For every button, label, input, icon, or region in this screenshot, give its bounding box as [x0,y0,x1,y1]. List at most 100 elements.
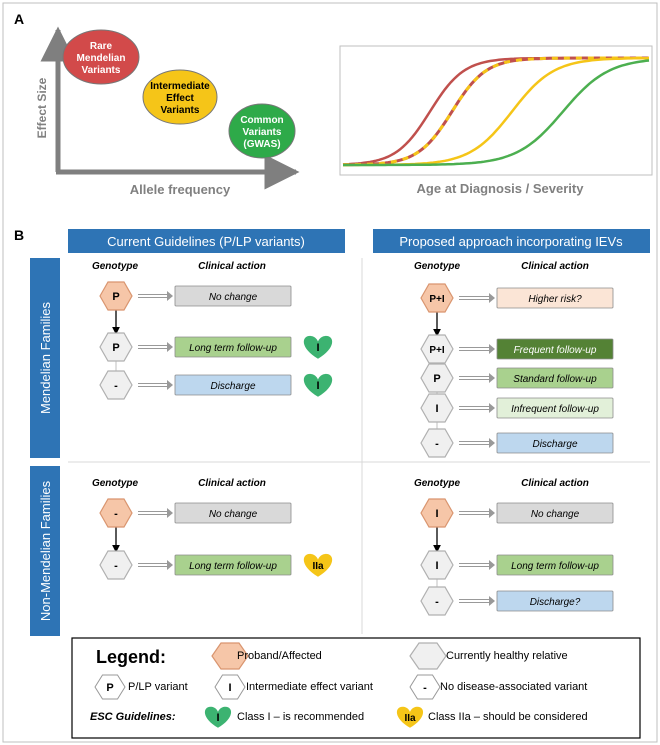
bubble-1 [142,69,218,125]
m-proposed-arrow-head-4 [489,438,495,448]
m-proposed-row-3: I Infrequent follow-up [420,393,614,430]
m-proposed-genotype-1: P+I [429,345,445,356]
m-proposed-genotype-4: - [435,438,439,450]
bubble-0 [62,29,140,85]
n-current-action-1: Long term follow-up [189,561,277,572]
n-current-arrow-head-0 [167,508,173,518]
col-action-n-proposed: Clinical action [521,478,589,489]
m-proposed-row-1: P+I Frequent follow-up [420,334,614,365]
legend-i-hex-symbol: I [228,682,231,694]
row-label-nonmendelian: Non-Mendelian Families [38,480,53,621]
m-proposed-genotype-2: P [433,373,440,385]
curves-x-label: Age at Diagnosis / Severity [417,181,585,196]
n-current-genotype-1: - [114,560,118,572]
m-proposed-action-2: Standard follow-up [513,374,597,385]
m-proposed-genotype-3: I [435,403,438,415]
n-proposed-action-0: No change [531,509,580,520]
n-proposed-action-box-2 [496,590,614,612]
m-current-arrow-head-2 [167,380,173,390]
legend-box [71,637,641,739]
legend-dash-hex-symbol: - [423,682,427,694]
col-genotype-n-current: Genotype [92,478,139,489]
legend-class2-label: Class IIa – should be considered [428,711,588,723]
bubble-2-line-2: (GWAS) [243,139,280,150]
legend-proband-label: Proband/Affected [237,650,322,662]
col-action-n-current: Clinical action [198,478,266,489]
header-current: Current Guidelines (P/LP variants) [107,234,305,249]
m-current-action-1: Long term follow-up [189,343,277,354]
n-current-row-1: - Long term follow-up IIa [99,550,333,580]
panel-a-label: A [14,11,24,27]
n-current-genotype-hex-1 [99,550,133,580]
legend-proband-hex [211,642,249,670]
n-proposed-action-1: Long term follow-up [511,561,599,572]
m-proposed-action-box-4 [496,432,614,454]
legend-p-hex [94,674,126,700]
row-label-mendelian: Mendelian Families [38,302,53,414]
effect-size-plot: Effect Size Allele frequency RareMendeli… [35,26,300,197]
legend-class1-heart-label: I [216,712,219,724]
legend-dash-hex [409,674,441,700]
m-current-genotype-1: P [112,342,119,354]
n-proposed-genotype-2: - [435,596,439,608]
m-proposed-genotype-hex-3 [420,393,454,423]
legend-i-hex [214,674,246,700]
m-current-genotype-hex-2 [99,370,133,400]
m-proposed-action-box-1 [496,338,614,360]
n-current-genotype-0: - [114,508,118,520]
m-proposed-action-1: Frequent follow-up [514,345,597,356]
m-proposed-genotype-hex-4 [420,428,454,458]
legend-healthy-hex [409,642,447,670]
legend-class1-heart [204,706,232,728]
bubble-2 [228,103,296,159]
m-current-row-1: P Long term follow-up I [99,332,333,372]
bubble-1-line-1: Effect [166,93,194,104]
m-proposed-action-0: Higher risk? [528,294,582,305]
m-proposed-action-box-3 [496,397,614,419]
m-proposed-action-box-0 [496,287,614,309]
m-current-arrow-head-0 [167,291,173,301]
legend-dash-label: No disease-associated variant [440,681,587,693]
n-proposed-arrow-head-2 [489,596,495,606]
legend-healthy-label: Currently healthy relative [446,650,568,662]
bubble-2-line-0: Common [240,115,283,126]
n-proposed-action-box-1 [496,554,614,576]
bubble-1-line-0: Intermediate [150,81,210,92]
m-proposed-genotype-hex-2 [420,363,454,393]
m-proposed-action-3: Infrequent follow-up [511,404,599,415]
m-current-action-2: Discharge [210,381,255,392]
n-current-badge-1-label: IIa [312,561,324,572]
m-current-genotype-0: P [112,291,119,303]
n-proposed-action-box-0 [496,502,614,524]
m-proposed-arrow-head-2 [489,373,495,383]
n-proposed-row-0: I No change [420,498,614,553]
m-current-badge-1-label: I [316,342,319,354]
n-proposed-genotype-0: I [435,508,438,520]
panel-b-label: B [14,227,24,243]
legend-p-label: P/LP variant [128,681,188,693]
x-axis-label: Allele frequency [130,182,231,197]
m-proposed-genotype-hex-0 [420,283,454,313]
m-proposed-row-0: P+I Higher risk? [420,283,614,337]
m-current-action-box-0 [174,285,292,307]
m-current-action-box-2 [174,374,292,396]
curve-1-dash [343,56,649,167]
legend-class2-heart [396,706,424,728]
n-proposed-genotype-hex-2 [420,586,454,616]
n-proposed-arrow-head-1 [489,560,495,570]
m-proposed-genotype-0: P+I [429,294,445,305]
n-current-badge-1 [303,553,333,577]
legend-esc-label: ESC Guidelines: [90,711,176,723]
bubble-0-line-2: Variants [82,65,121,76]
m-proposed-action-4: Discharge [532,439,577,450]
m-current-action-box-1 [174,336,292,358]
bubble-0-line-0: Rare [90,41,113,52]
n-proposed-row-2: - Discharge? [420,586,614,616]
y-axis-label: Effect Size [35,77,49,138]
n-proposed-action-2: Discharge? [530,597,581,608]
n-current-row-0: -No change [99,498,292,553]
curve-3 [343,59,650,167]
